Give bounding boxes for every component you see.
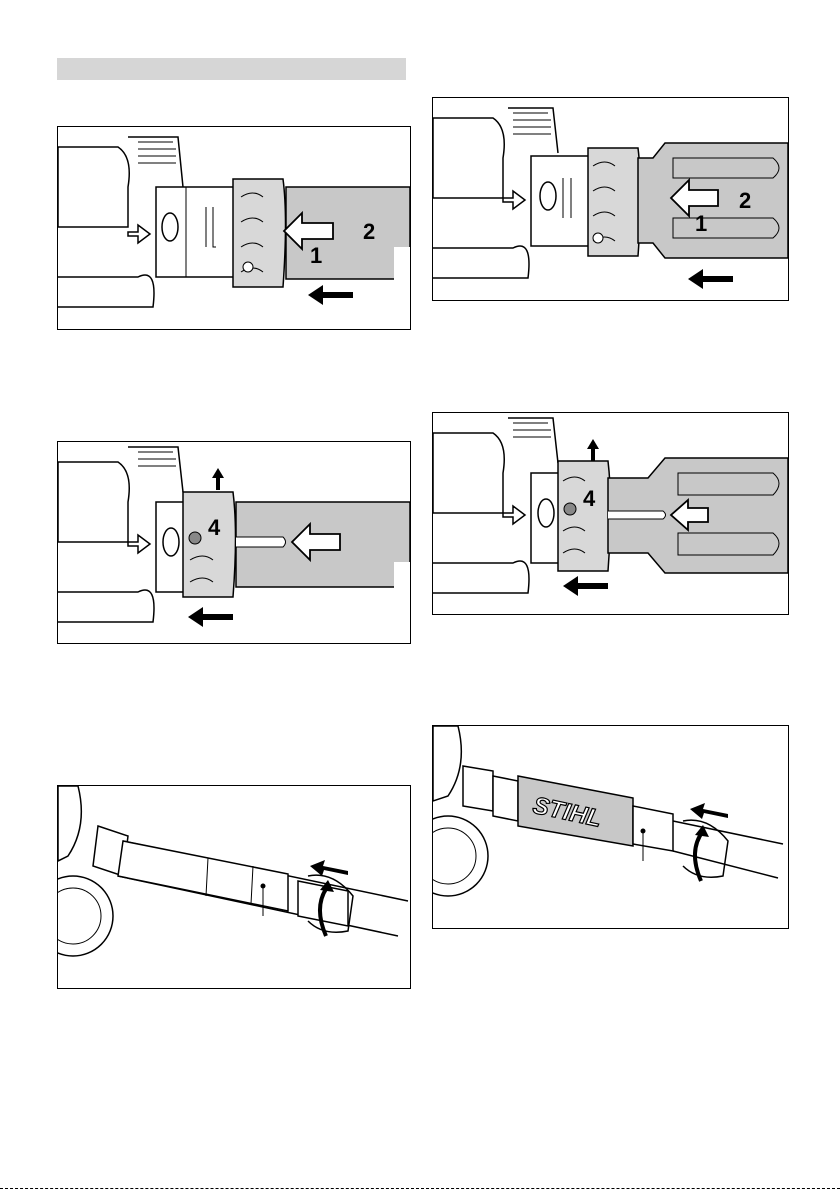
figure-5-illustration — [58, 786, 410, 988]
figure-1-label-2: 2 — [363, 219, 375, 244]
figure-3: 4 — [57, 441, 411, 644]
figure-1-label-1: 1 — [310, 243, 322, 268]
figure-5 — [57, 785, 411, 989]
section-heading-bar — [57, 58, 406, 80]
figure-4: 4 — [432, 412, 789, 615]
figure-6: STIHL — [432, 725, 789, 929]
figure-3-label-4: 4 — [208, 515, 221, 540]
figure-4-illustration: 4 — [433, 413, 788, 614]
figure-2-illustration: 1 2 — [433, 98, 788, 300]
figure-2-label-1: 1 — [695, 211, 707, 236]
figure-6-illustration: STIHL — [433, 726, 788, 928]
figure-1-illustration: 1 2 — [58, 127, 410, 329]
figure-4-label-4: 4 — [583, 486, 596, 511]
figure-2: 1 2 — [432, 97, 789, 301]
figure-3-illustration: 4 — [58, 442, 410, 643]
bottom-edge-dashes — [0, 1188, 840, 1189]
figure-2-label-2: 2 — [739, 188, 751, 213]
figure-1: 1 2 — [57, 126, 411, 330]
